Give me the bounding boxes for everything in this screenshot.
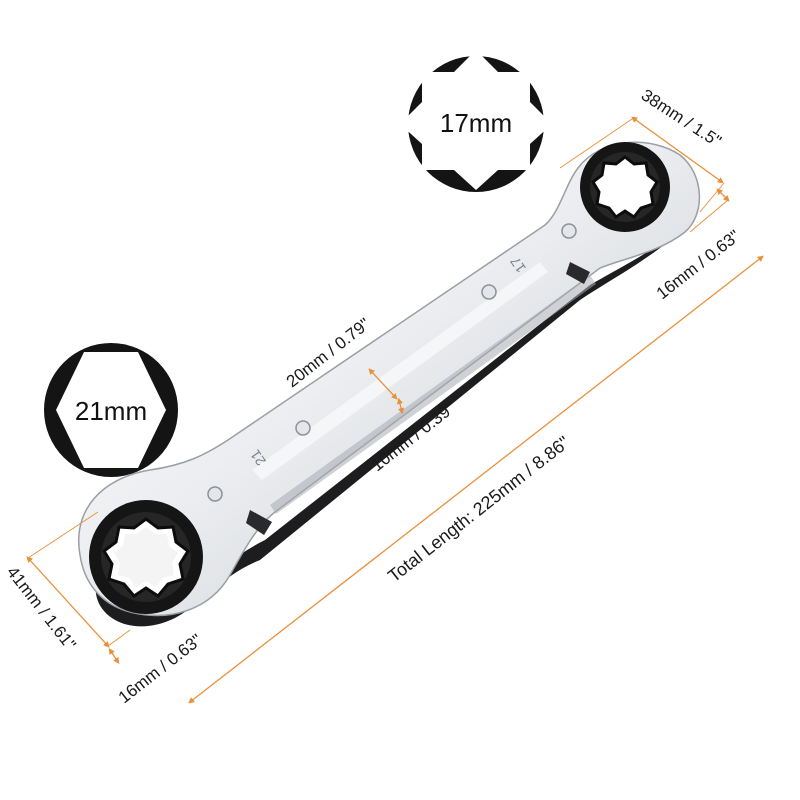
dim-line-shaft-thickness xyxy=(396,397,405,415)
badge-21mm: 21mm xyxy=(44,343,178,477)
dim-line-shaft-width xyxy=(368,368,398,400)
dim-line-bottom-width xyxy=(26,556,110,648)
dim-line-bottom-thickness xyxy=(108,648,120,664)
rivet-4 xyxy=(561,223,577,239)
top-socket xyxy=(580,142,670,232)
label-bottom-head-thickness: 16mm / 0.63" xyxy=(115,630,206,707)
dimension-lines xyxy=(26,116,764,704)
label-top-head-width: 38mm / 1.5" xyxy=(638,85,725,151)
dim-line-top-width xyxy=(631,116,724,184)
rivet-2 xyxy=(295,420,311,436)
dim-line-total-length xyxy=(188,255,764,704)
rivet-3 xyxy=(481,284,497,300)
label-bottom-head-width: 41mm / 1.61" xyxy=(3,563,80,654)
badge-21mm-label: 21mm xyxy=(75,396,147,426)
label-total-length: Total Length: 225mm / 8.86" xyxy=(384,432,573,586)
badge-17mm-label: 17mm xyxy=(440,108,512,138)
badge-17mm: 17mm xyxy=(400,50,552,192)
dim-line-top-thickness xyxy=(716,188,730,202)
hexagon-socket-icon xyxy=(56,352,166,468)
bottom-socket xyxy=(89,500,203,614)
rivet-1 xyxy=(207,486,223,502)
twelve-point-socket-icon xyxy=(400,50,552,190)
